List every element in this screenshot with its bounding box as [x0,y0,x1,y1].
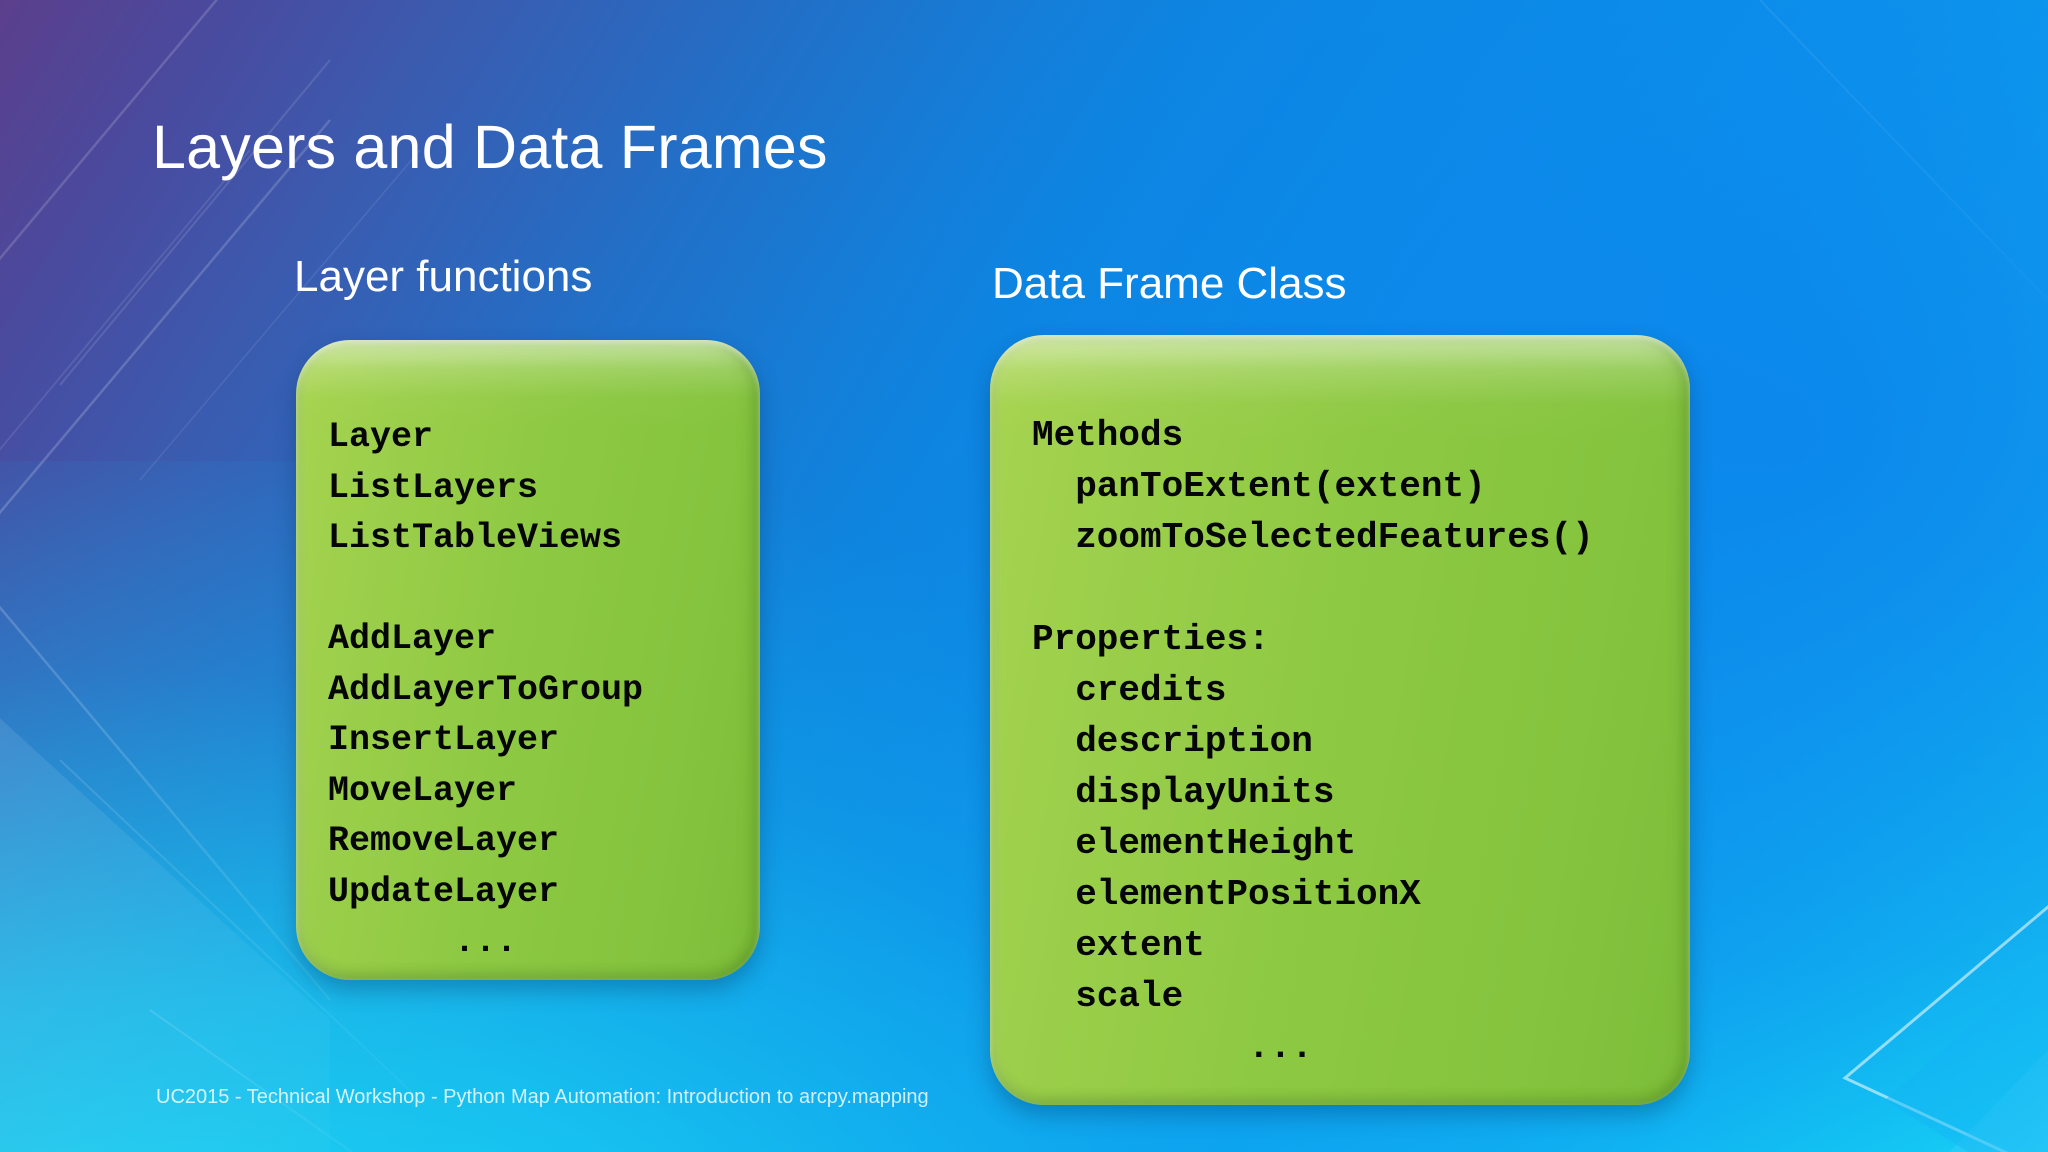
section-heading-data-frame-class: Data Frame Class [992,259,1347,308]
slide-footer: UC2015 - Technical Workshop - Python Map… [156,1086,929,1108]
page-title: Layers and Data Frames [152,113,828,181]
layer-functions-code-list: Layer ListLayers ListTableViews AddLayer… [328,417,644,962]
data-frame-class-code-list: Methods panToExtent(extent) zoomToSelect… [1032,415,1594,1068]
section-heading-layer-functions: Layer functions [294,252,593,301]
layer-functions-box: Layer ListLayers ListTableViews AddLayer… [296,340,760,980]
data-frame-class-box: Methods panToExtent(extent) zoomToSelect… [990,335,1690,1105]
